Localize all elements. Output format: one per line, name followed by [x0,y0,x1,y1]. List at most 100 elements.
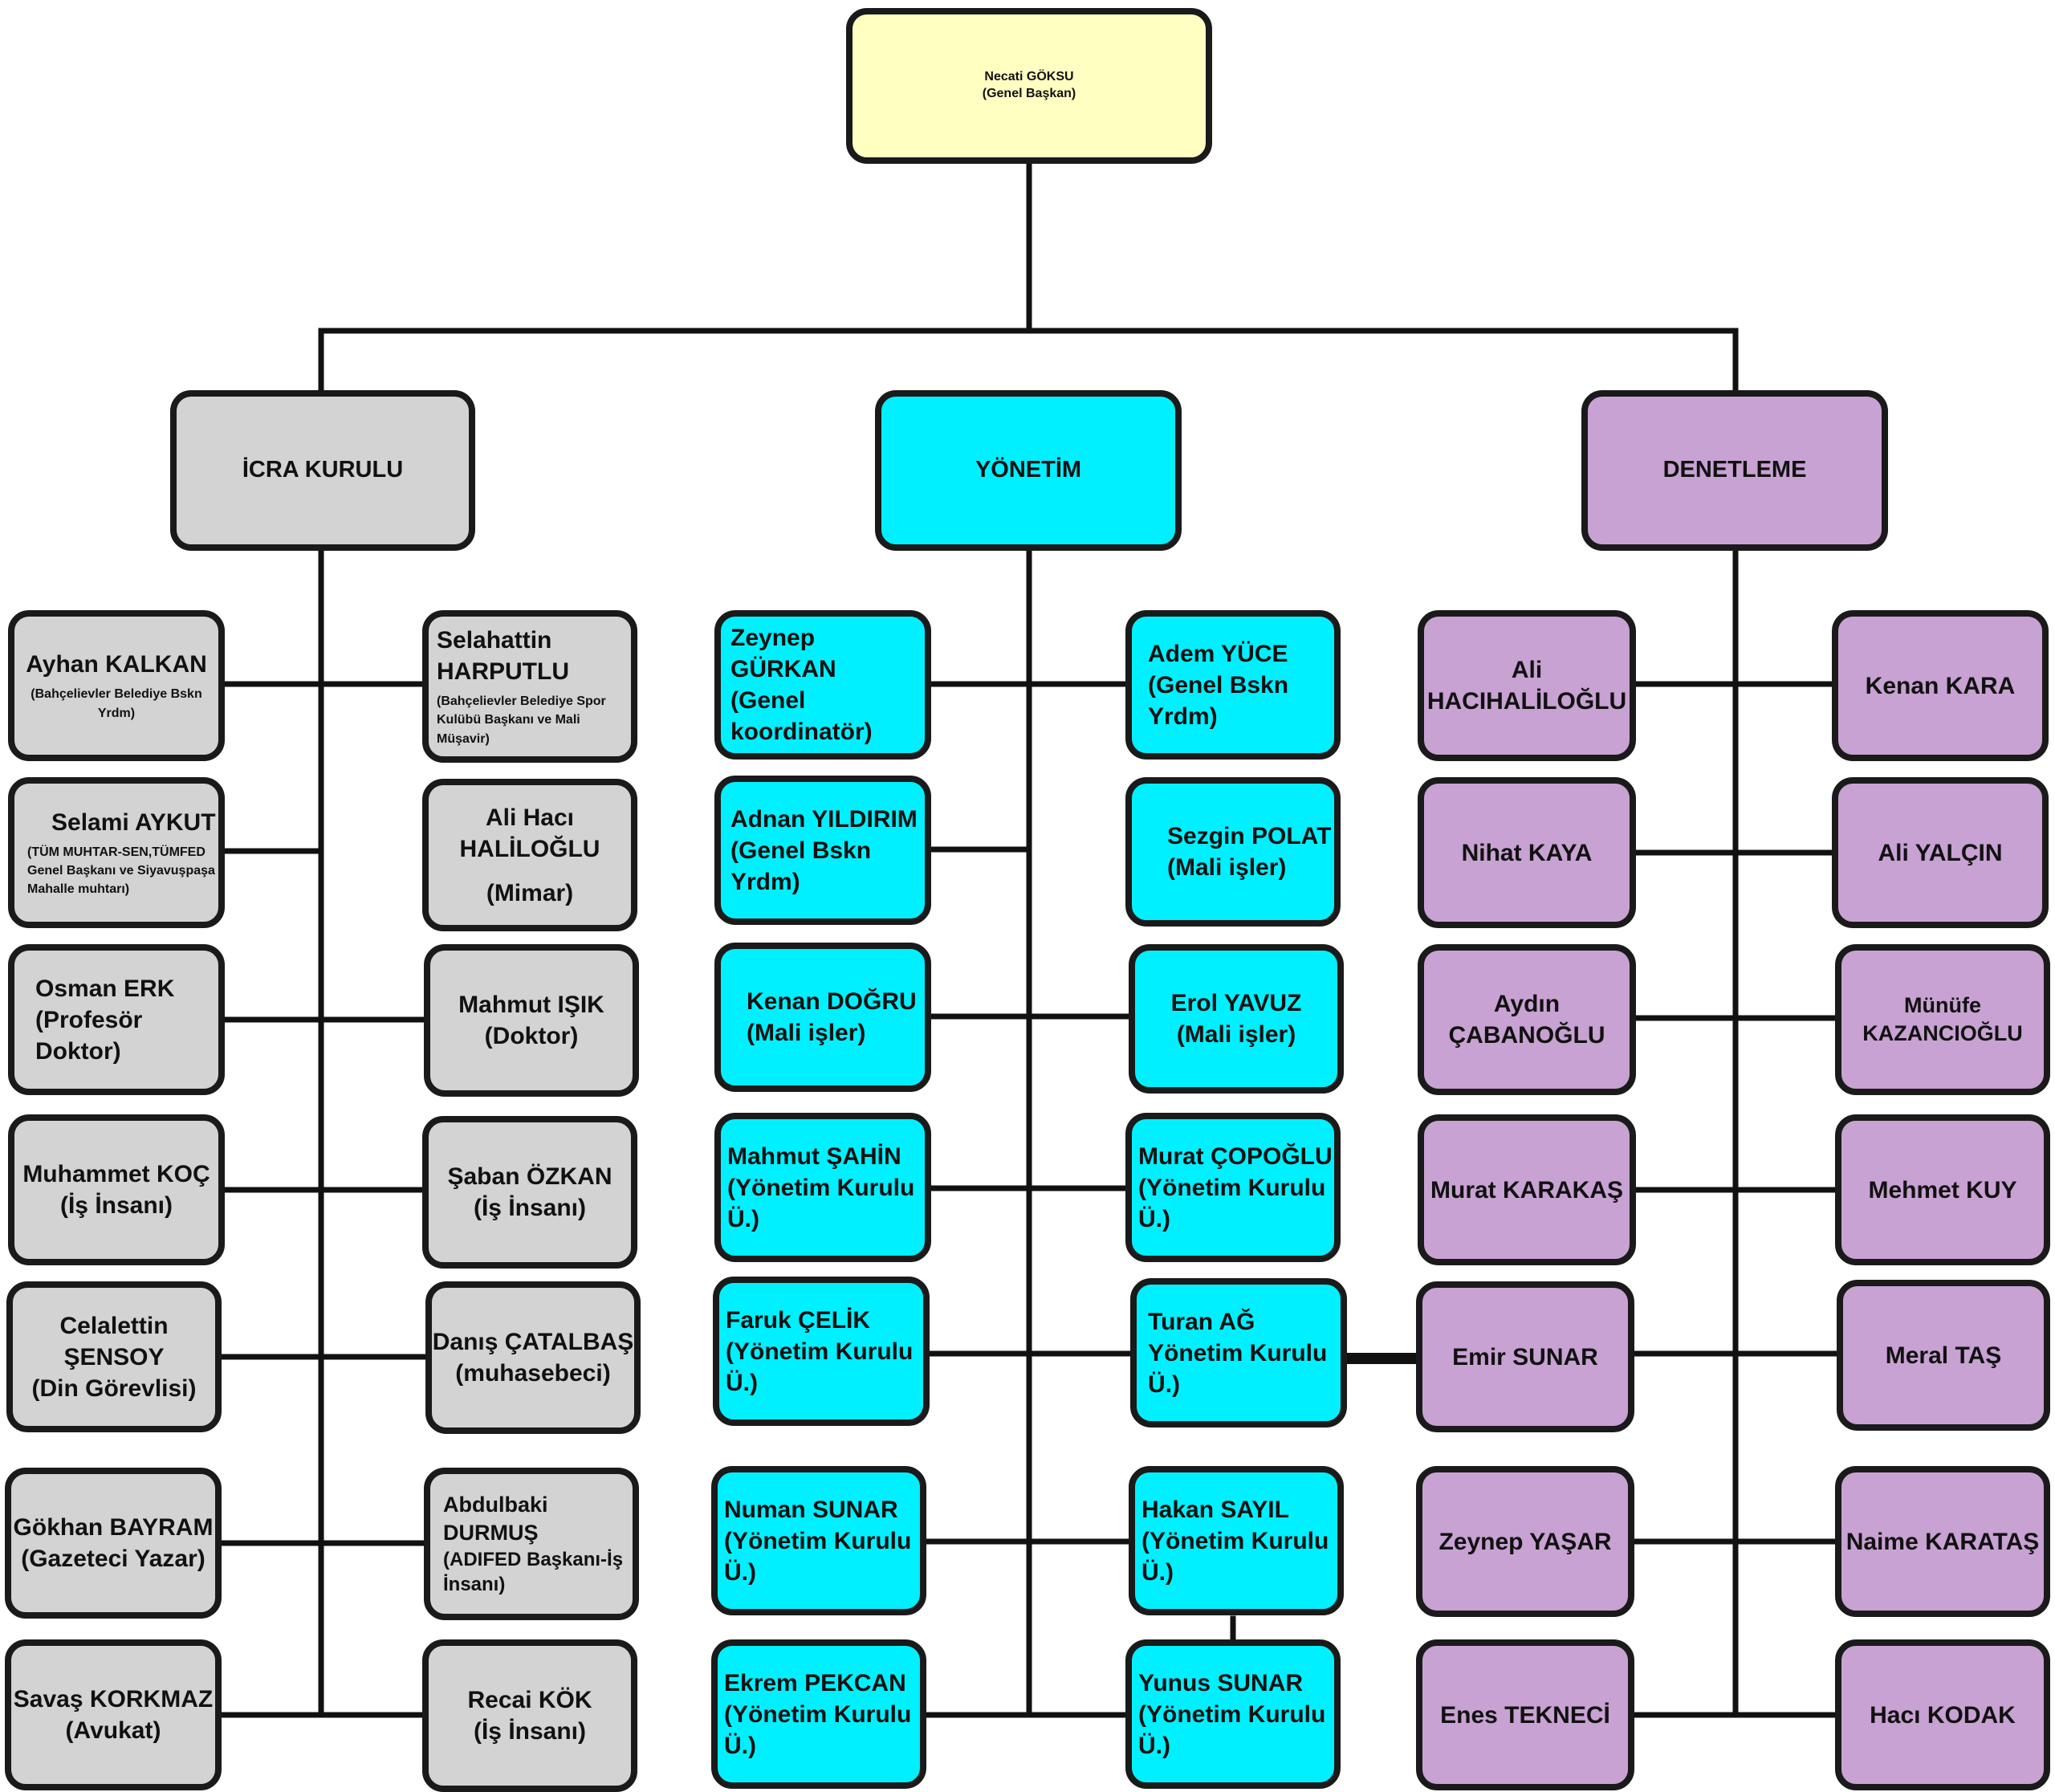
member-role: (Genel Bskn Yrdm) [730,837,872,895]
member-role: (ADIFED Başkanı-İş İnsanı) [443,1548,624,1596]
root-name: Necati GÖKSU [984,70,1074,84]
member-role: (Genel koordinatör) [730,687,873,745]
member-card: Muhammet KOÇ (İş İnsanı) [8,1114,225,1265]
member-name: Abdulbaki DURMUŞ [443,1492,548,1545]
member-name: Mahmut IŞIK [458,992,604,1018]
member-card: Kenan KARA [1832,610,2049,761]
root-role: (Genel Başkan) [982,87,1076,100]
member-card: Ali YALÇIN [1832,777,2049,928]
member-name: Ekrem PEKCAN [724,1669,906,1696]
member-name: Murat ÇOPOĞLU [1138,1142,1333,1170]
member-card: Hakan SAYIL (Yönetim Kurulu Ü.) [1129,1466,1344,1615]
member-card: Celalettin ŞENSOY (Din Görevlisi) [6,1281,222,1432]
member-name: Şaban ÖZKAN [447,1163,612,1190]
member-name: Meral TAŞ [1885,1342,2002,1369]
member-card: Osman ERK (Profesör Doktor) [8,944,225,1095]
member-name: Murat KARAKAŞ [1430,1176,1623,1203]
member-card: Adem YÜCE (Genel Bskn Yrdm) [1125,610,1341,760]
member-name: Münüfe KAZANCIOĞLU [1862,992,2023,1045]
member-name: Hacı KODAK [1870,1701,2016,1729]
member-role: (Yönetim Kurulu Ü.) [724,1527,912,1586]
member-role: (İş İnsanı) [473,1195,587,1221]
member-card: Recai KÖK (İş İnsanı) [422,1639,637,1792]
member-name: Naime KARATAŞ [1845,1528,2040,1555]
member-name: Adem YÜCE [1148,640,1288,667]
member-role: (Yönetim Kurulu Ü.) [727,1174,915,1232]
member-card: Turan AĞ Yönetim Kurulu Ü.) [1130,1278,1347,1427]
member-name: Gökhan BAYRAM [13,1514,214,1541]
member-card: Selahattin HARPUTLU (Bahçelievler Beledi… [422,610,637,763]
member-card: Yunus SUNAR (Yönetim Kurulu Ü.) [1125,1639,1341,1789]
member-card: Zeynep GÜRKAN (Genel koordinatör) [714,610,931,760]
member-name: Mehmet KUY [1868,1176,2017,1203]
member-role: (İş İnsanı) [59,1192,173,1219]
member-card: Hacı KODAK [1835,1639,2050,1790]
root-node: Necati GÖKSU (Genel Başkan) [846,8,1212,164]
member-card: Münüfe KAZANCIOĞLU [1835,944,2050,1095]
member-role: (Yönetim Kurulu Ü.) [724,1700,912,1759]
member-card: Emir SUNAR [1416,1281,1634,1432]
member-name: Ali Hacı HALİLOĞLU [459,804,600,862]
branch-denetleme: DENETLEME [1581,390,1888,551]
member-card: Meral TAŞ [1837,1280,2050,1431]
member-name: Yunus SUNAR [1138,1669,1304,1696]
member-card: Naime KARATAŞ [1835,1466,2050,1617]
member-card: Enes TEKNECİ [1416,1639,1634,1790]
member-name: Kenan DOĞRU [747,988,917,1015]
member-card: Ali Hacı HALİLOĞLU (Mimar) [422,779,637,931]
member-note: (TÜM MUHTAR-SEN,TÜMFED Genel Başkanı ve … [27,845,215,897]
member-card: Sezgin POLAT (Mali işler) [1125,777,1341,927]
member-card: Abdulbaki DURMUŞ (ADIFED Başkanı-İş İnsa… [424,1468,639,1620]
member-card: Gökhan BAYRAM (Gazeteci Yazar) [5,1468,222,1619]
member-role: (İş İnsanı) [473,1718,587,1745]
member-name: Nihat KAYA [1461,839,1593,866]
member-card: Nihat KAYA [1418,777,1636,928]
member-role: (Mimar) [486,879,574,906]
member-role: (Mali işler) [1176,1021,1296,1048]
branch-icra: İCRA KURULU [170,390,475,551]
member-role: (Gazeteci Yazar) [21,1546,206,1572]
member-name: Adnan YILDIRIM [730,805,918,833]
member-card: Adnan YILDIRIM (Genel Bskn Yrdm) [714,776,931,925]
member-note: (Bahçelievler Belediye Spor Kulübü Başka… [437,694,606,746]
member-role: (Yönetim Kurulu Ü.) [1138,1174,1326,1232]
member-name: Emir SUNAR [1452,1343,1598,1370]
member-card: Savaş KORKMAZ (Avukat) [5,1639,222,1790]
member-card: Kenan DOĞRU (Mali işler) [714,943,931,1092]
member-name: Erol YAVUZ [1170,990,1302,1016]
member-role: (Mali işler) [747,1020,866,1046]
member-name: Selami AYKUT [51,808,216,836]
member-role: (Avukat) [65,1717,161,1744]
member-name: Ali YALÇIN [1878,839,2003,866]
member-card: Aydın ÇABANOĞLU [1418,944,1636,1095]
member-card: Mahmut IŞIK (Doktor) [424,944,639,1097]
member-card: Mahmut ŞAHİN (Yönetim Kurulu Ü.) [714,1113,931,1262]
member-card: Selami AYKUT (TÜM MUHTAR-SEN,TÜMFED Gene… [8,777,225,928]
member-name: Enes TEKNECİ [1440,1701,1610,1729]
member-name: Hakan SAYIL [1141,1496,1289,1523]
branch-title: YÖNETİM [975,457,1082,483]
member-name: Mahmut ŞAHİN [727,1142,901,1170]
member-name: Kenan KARA [1865,672,2016,699]
member-name: Savaş KORKMAZ [13,1686,214,1713]
member-card: Mehmet KUY [1835,1114,2050,1265]
member-role: Yönetim Kurulu Ü.) [1148,1339,1328,1398]
member-name: Recai KÖK [467,1687,592,1713]
member-name: Numan SUNAR [724,1496,898,1523]
member-card: Ekrem PEKCAN (Yönetim Kurulu Ü.) [711,1639,926,1789]
member-card: Murat ÇOPOĞLU (Yönetim Kurulu Ü.) [1125,1113,1341,1262]
member-name: Selahattin HARPUTLU [437,627,569,686]
member-name: Celalettin ŞENSOY [59,1312,169,1370]
member-card: Murat KARAKAŞ [1418,1114,1636,1265]
member-card: Ali HACIHALİLOĞLU [1418,610,1636,761]
member-name: Sezgin POLAT [1167,823,1332,849]
branch-yonetim: YÖNETİM [875,390,1182,551]
member-role: (Din Görevlisi) [31,1375,197,1402]
member-role: (Genel Bskn Yrdm) [1148,671,1289,730]
member-name: Turan AĞ [1148,1308,1255,1335]
member-role: (Profesör Doktor) [35,1006,143,1065]
member-card: Danış ÇATALBAŞ (muhasebeci) [425,1281,641,1434]
member-name: Ayhan KALKAN [26,651,207,678]
member-role: (Yönetim Kurulu Ü.) [726,1338,914,1396]
